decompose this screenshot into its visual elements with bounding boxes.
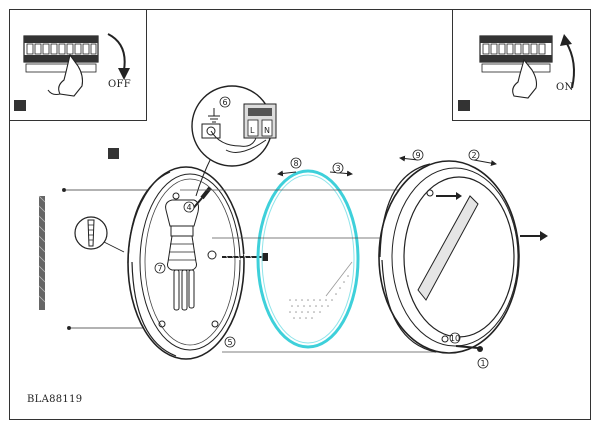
off-label: OFF	[108, 79, 131, 90]
terminal-n-label: N	[264, 126, 270, 135]
terminal-l-label: L	[250, 126, 255, 135]
model-code: BLA88119	[27, 394, 83, 405]
front-cover-ring	[378, 160, 520, 354]
instruction-sheet-frame	[9, 9, 591, 420]
rotation-arrow-icon	[560, 34, 575, 89]
terminal-block-callout	[191, 85, 277, 167]
earth-ground-icon	[208, 108, 220, 123]
screw-icon	[520, 231, 548, 241]
hand-icon	[512, 58, 538, 99]
rotation-arrow-icon	[107, 33, 130, 80]
wall-section	[38, 195, 46, 310]
step-number: 7	[157, 264, 162, 273]
step-badge-icon	[14, 100, 26, 111]
step-number: 4	[186, 203, 191, 212]
step-badge-icon	[458, 100, 470, 111]
step-number: 6	[222, 98, 227, 107]
hand-icon	[47, 53, 84, 97]
screw-icon	[455, 345, 483, 352]
step-number: 2	[471, 151, 476, 160]
power-off-panel	[9, 9, 147, 121]
step-badge-icon	[108, 148, 119, 159]
step-number: 9	[415, 151, 420, 160]
step-number: 1	[480, 359, 485, 368]
step-number: 3	[335, 164, 340, 173]
screw-icon	[222, 253, 268, 261]
screw-icon	[436, 192, 462, 200]
glass-diffuser	[256, 169, 360, 349]
step-number: 10	[450, 334, 460, 343]
wall-plug-icon	[74, 216, 125, 253]
circuit-breaker-icon	[23, 35, 99, 73]
power-on-panel	[452, 9, 591, 121]
on-label: ON	[556, 82, 574, 93]
step-number: 5	[227, 338, 232, 347]
circuit-breaker-icon	[479, 35, 553, 73]
step-number: 8	[293, 159, 298, 168]
